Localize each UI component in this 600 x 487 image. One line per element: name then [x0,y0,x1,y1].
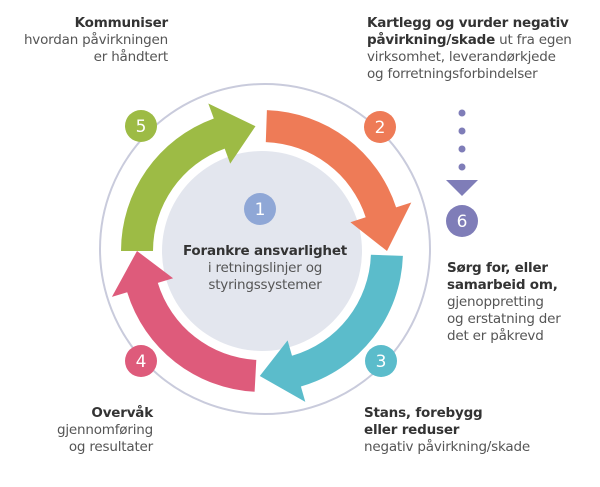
outer-ring [99,83,431,415]
badge-number: 2 [375,118,386,138]
arrow-step4-icon [111,251,257,392]
connector-dot [458,145,466,153]
step3-label: Stans, forebygg eller reduser negativ på… [364,405,530,456]
step4-desc-line: og resultater [68,439,153,455]
arrow-step3-icon [259,254,403,402]
connector-dot [458,163,466,171]
step2-title-bold: påvirkning/skade [367,32,496,48]
badge-number: 5 [136,117,147,137]
step6-label: Sørg for, eller samarbeid om, gjenoppret… [447,260,561,345]
badge-step6: 6 [446,205,478,237]
connector-arrowhead-icon [446,180,478,196]
badge-step3: 3 [365,345,397,377]
arrow-step2-icon [265,110,412,251]
step6-desc-line: og erstatning der [447,311,561,327]
step2-title-tail: ut fra egen [495,32,572,48]
step5-title: Kommuniser [74,15,169,31]
step3-desc-line: negativ påvirkning/skade [364,439,530,455]
step2-desc-line: virksomhet, leverandørkjede [367,49,556,65]
step4-label: Overvåk gjennomføring og resultater [57,405,153,456]
inner-circle [162,151,362,351]
step4-desc-line: gjennomføring [57,422,153,438]
step6-desc-line: det er påkrevd [447,328,544,344]
step3-title: eller reduser [364,422,460,438]
badge-number: 1 [255,200,266,220]
step1-desc-line: i retningslinjer og [207,260,323,276]
badge-number: 6 [457,212,468,232]
step1-title: Forankre ansvarlighet [182,243,348,259]
badge-step5: 5 [125,110,157,142]
step2-title-line2: påvirkning/skade ut fra egen [367,32,572,49]
connector-dot [458,109,466,117]
step6-desc-line: gjenoppretting [447,294,544,310]
arrow-step5-icon [121,103,256,251]
badge-step4: 4 [125,345,157,377]
badge-number: 3 [376,352,387,372]
step1-label: Forankre ansvarlighet i retningslinjer o… [165,243,365,294]
step5-desc-line: hvordan påvirkningen [23,32,168,48]
step5-desc-line: er håndtert [93,49,169,65]
dotted-connector-icon [446,109,478,196]
badge-step2: 2 [364,111,396,143]
badge-step1: 1 [244,193,276,225]
connector-dot [458,127,466,135]
step4-title: Overvåk [91,405,153,421]
step3-title: Stans, forebygg [364,405,483,421]
step2-desc-line: og forretningsforbindelser [367,66,538,82]
step2-label: Kartlegg og vurder negativ påvirkning/sk… [367,15,572,83]
step2-title: Kartlegg og vurder negativ [367,15,569,31]
step6-title: samarbeid om, [447,277,558,293]
step5-label: Kommuniser hvordan påvirkningen er håndt… [24,15,168,66]
badge-number: 4 [136,352,147,372]
step1-desc-line: styringssystemer [208,277,322,293]
step6-title: Sørg for, eller [447,260,548,276]
